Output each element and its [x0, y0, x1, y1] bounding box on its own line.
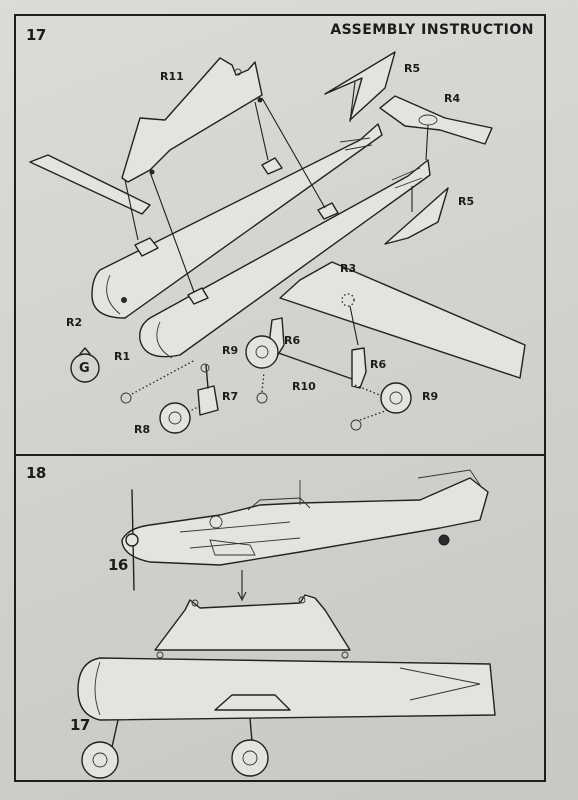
glue-marker [70, 353, 100, 383]
left-float-r2 [91, 123, 383, 319]
part-label-r2: R2 [66, 316, 83, 329]
wheel-r8 [159, 402, 191, 434]
subassembly-label-17: 17 [70, 716, 90, 734]
subassembly-label-16: 16 [108, 556, 128, 574]
part-label-r4: R4 [444, 92, 461, 105]
left-wing [29, 154, 151, 215]
right-float-r1 [139, 159, 431, 358]
part-label-r1: R1 [114, 350, 131, 363]
aircraft-16 [121, 469, 489, 591]
wheel-r9-left [245, 335, 279, 369]
page-title: ASSEMBLY INSTRUCTION [330, 22, 534, 38]
tailplane-r4 [379, 95, 493, 145]
part-label-r5-top: R5 [404, 62, 421, 75]
part-label-r3: R3 [340, 262, 357, 275]
page-frame [14, 14, 546, 782]
sled-17 [77, 657, 496, 779]
step-number-18: 18 [26, 464, 46, 482]
part-label-r9-left: R9 [222, 344, 239, 357]
fin-r5-top [324, 51, 396, 121]
wheel-r9-right [380, 382, 412, 414]
part-label-r5-right: R5 [458, 195, 475, 208]
cross-member-r11 [121, 57, 263, 183]
step-number-17: 17 [26, 26, 46, 44]
right-wing-r3 [279, 261, 526, 379]
part-label-r11: R11 [160, 70, 184, 83]
step-divider [14, 454, 546, 456]
glue-marker-letter: G [79, 361, 90, 376]
part-label-r7: R7 [222, 390, 239, 403]
part-label-r10: R10 [292, 380, 316, 393]
part-label-r6-right: R6 [370, 358, 387, 371]
part-label-r8: R8 [134, 423, 151, 436]
part-label-r6-left: R6 [284, 334, 301, 347]
part-label-r9-right: R9 [422, 390, 439, 403]
leg-r6-right [351, 347, 367, 389]
fin-r5-right [384, 187, 449, 245]
